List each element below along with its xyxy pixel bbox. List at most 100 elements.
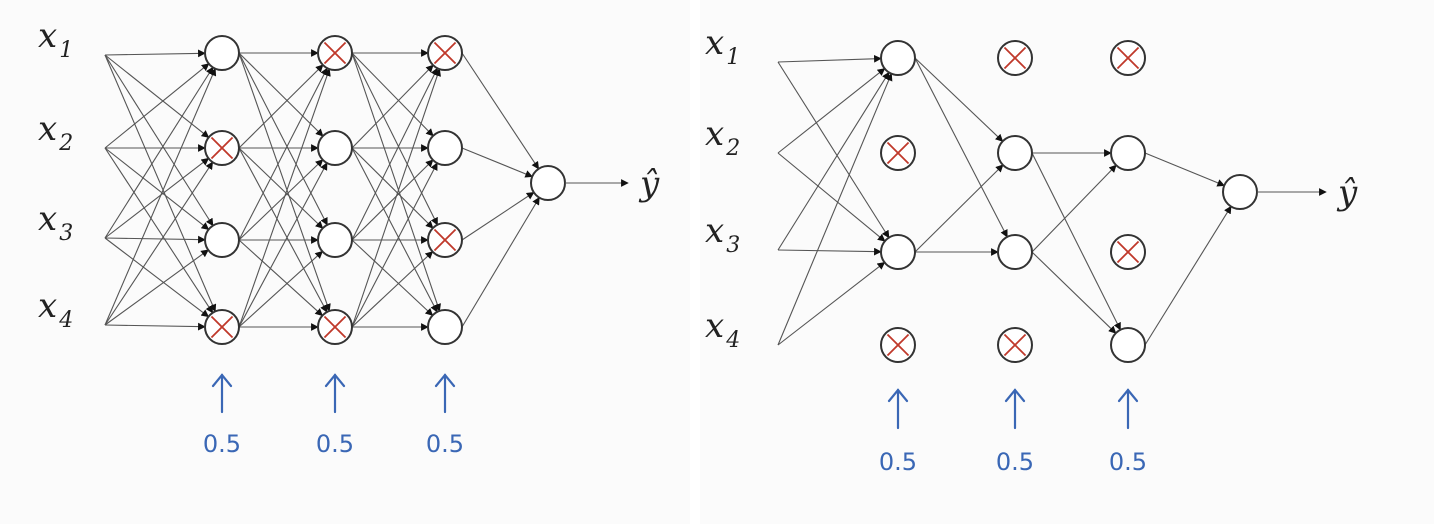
connection-edge	[461, 191, 535, 241]
connection-edge	[777, 261, 886, 346]
connection-edge	[104, 235, 206, 244]
connection-edge	[238, 64, 324, 149]
up-arrow-head	[1117, 388, 1139, 403]
connection-edge	[777, 152, 886, 242]
dropped-unit	[997, 40, 1033, 76]
connection-edge	[1031, 164, 1117, 253]
hidden-unit	[880, 40, 916, 76]
cross-mark-icon	[1003, 333, 1027, 357]
keep-prob-annotation: 0.5	[203, 373, 241, 458]
hidden-unit	[317, 130, 353, 166]
connection-edge	[238, 68, 331, 328]
connection-edge	[238, 52, 328, 226]
connection-edge	[104, 249, 209, 326]
dropped-unit	[204, 130, 240, 166]
cross-mark-icon	[886, 141, 910, 165]
cross-mark-icon	[1116, 240, 1140, 264]
connection-edge	[914, 164, 1004, 253]
connection-edge	[1031, 152, 1121, 331]
connection-edge	[777, 68, 886, 154]
output-label-y-hat: ŷ	[1336, 173, 1358, 213]
keep-prob-label: 0.5	[203, 430, 241, 458]
dropped-unit	[997, 327, 1033, 363]
connection-edge	[461, 52, 540, 170]
dropped-unit	[880, 327, 916, 363]
hidden-unit	[880, 234, 916, 270]
connection-edge	[351, 52, 441, 312]
cross-mark-icon	[323, 315, 347, 339]
connection-edge	[777, 54, 882, 63]
cross-mark-icon	[433, 228, 457, 252]
connection-edge	[104, 147, 214, 314]
keep-prob-annotation: 0.5	[316, 373, 354, 458]
dropped-unit	[317, 309, 353, 345]
panel-left-background	[0, 0, 690, 524]
up-arrow-head	[211, 373, 233, 388]
cross-mark-icon	[323, 41, 347, 65]
connection-edge	[914, 57, 1004, 142]
connection-edge	[351, 64, 434, 149]
connection-edge	[238, 52, 331, 312]
connection-edge	[104, 322, 206, 331]
connection-edge	[777, 72, 893, 346]
keep-prob-label: 0.5	[996, 448, 1034, 476]
cross-mark-icon	[210, 315, 234, 339]
keep-prob-label: 0.5	[879, 448, 917, 476]
up-arrow-head	[434, 373, 456, 388]
connection-edge	[777, 71, 890, 251]
up-arrow-head	[324, 373, 346, 388]
connection-edge	[351, 52, 438, 226]
connection-edge	[238, 147, 328, 313]
connection-edge	[351, 147, 438, 313]
dropped-unit	[427, 222, 463, 258]
hidden-unit	[1110, 327, 1146, 363]
connection-edge	[104, 161, 214, 326]
keep-prob-annotation: 0.5	[1109, 388, 1147, 476]
connection-edge	[104, 157, 210, 239]
connection-edge	[351, 68, 441, 328]
connection-edge	[104, 63, 210, 149]
input-label-x4: x4	[705, 306, 740, 353]
output-label-y-hat: ŷ	[638, 164, 660, 204]
input-label-x2: x2	[38, 109, 73, 156]
keep-prob-annotation: 0.5	[879, 388, 917, 476]
cross-mark-icon	[210, 136, 234, 160]
keep-prob-annotation: 0.5	[996, 388, 1034, 476]
output-unit	[1222, 174, 1258, 210]
dropped-unit	[1110, 40, 1146, 76]
cross-mark-icon	[1116, 46, 1140, 70]
connection-edge	[238, 67, 328, 241]
input-label-x1: x1	[38, 16, 73, 63]
output-unit	[530, 165, 566, 201]
up-arrow-head	[1004, 388, 1026, 403]
hidden-unit	[997, 135, 1033, 171]
connection-edge	[351, 67, 438, 241]
hidden-unit	[997, 234, 1033, 270]
cross-mark-icon	[886, 333, 910, 357]
keep-prob-label: 0.5	[1109, 448, 1147, 476]
connection-edge	[1144, 152, 1225, 187]
connection-edge	[1144, 205, 1232, 346]
connection-edge	[351, 239, 434, 316]
dropped-unit	[317, 35, 353, 71]
hidden-unit	[317, 222, 353, 258]
hidden-unit	[427, 130, 463, 166]
dropped-unit	[1110, 234, 1146, 270]
connection-edge	[777, 247, 882, 256]
connection-edge	[104, 54, 217, 313]
connection-edge	[238, 52, 324, 137]
connection-edge	[104, 67, 217, 326]
input-label-x4: x4	[38, 286, 73, 333]
dropped-unit	[427, 35, 463, 71]
connection-edge	[104, 66, 214, 239]
hidden-unit	[1110, 135, 1146, 171]
keep-prob-label: 0.5	[316, 430, 354, 458]
input-label-x3: x3	[705, 211, 740, 258]
dropped-unit	[880, 135, 916, 171]
input-label-x2: x2	[705, 114, 740, 161]
input-label-x3: x3	[38, 199, 73, 246]
connection-edge	[104, 147, 210, 230]
connection-edge	[351, 162, 438, 328]
